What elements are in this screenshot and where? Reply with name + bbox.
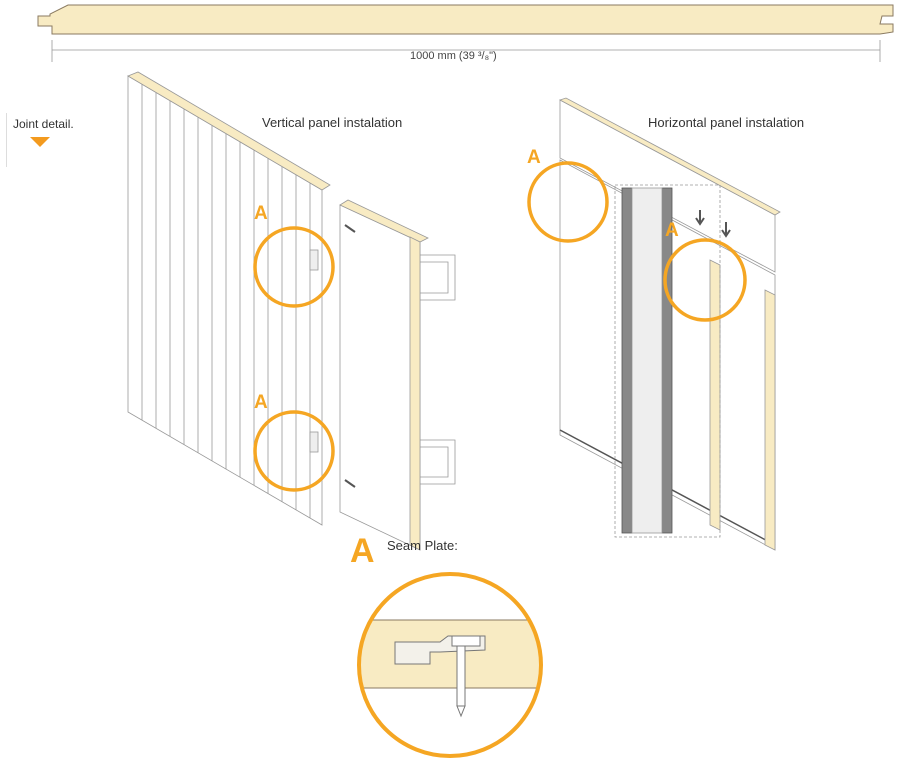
marker-a-horizontal-left: A xyxy=(527,147,541,168)
marker-a-detail: A xyxy=(350,532,375,570)
horizontal-installation-title: Horizontal panel instalation xyxy=(648,115,805,130)
vertical-installation-title: Vertical panel instalation xyxy=(262,115,403,130)
marker-a-vertical-top: A xyxy=(254,203,268,224)
joint-detail-label: Joint detail. xyxy=(13,117,74,131)
horizontal-installation-drawing xyxy=(527,97,781,551)
seam-plate-detail xyxy=(357,572,543,758)
seam-plate-title: Seam Plate: xyxy=(387,538,458,553)
joint-detail-toggle[interactable]: Joint detail. xyxy=(6,113,74,167)
vertical-installation-drawing xyxy=(127,71,456,551)
marker-a-vertical-bottom: A xyxy=(254,392,268,413)
marker-a-horizontal-right: A xyxy=(665,220,679,241)
panel-profile xyxy=(37,4,894,62)
panel-width-dimension: 1000 mm (39 ³/₈") xyxy=(410,50,497,62)
caret-down-icon xyxy=(30,137,50,147)
